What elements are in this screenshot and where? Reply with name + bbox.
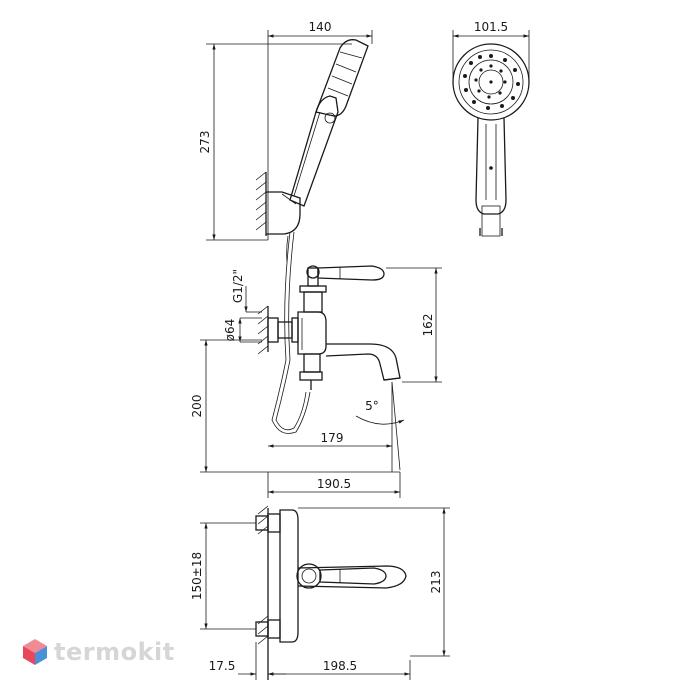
dim-spout-reach: 179 xyxy=(321,431,344,445)
hand-shower-front-view xyxy=(452,43,530,237)
dim-outlet-height: 200 xyxy=(190,395,204,418)
dim-center-distance: 150±18 xyxy=(190,552,204,600)
dim-spout-height: 162 xyxy=(421,314,435,337)
dim-overall-reach: 190.5 xyxy=(317,477,351,491)
mixer-top-view xyxy=(255,505,407,680)
hand-shower-side-view xyxy=(255,39,369,263)
logo-text: termokit xyxy=(54,638,175,666)
dim-top-depth: 213 xyxy=(429,571,443,594)
dim-wall-flange: ø64 xyxy=(223,319,237,342)
dim-connection-thread: G1/2" xyxy=(231,269,245,303)
logo-cube-icon xyxy=(23,639,47,665)
dim-head-diameter: 101.5 xyxy=(474,20,508,34)
dim-spout-angle: 5° xyxy=(365,399,379,413)
mixer-side-view xyxy=(257,231,401,434)
dimension-labels: 140 273 101.5 G1/2" ø64 162 5° 200 179 1… xyxy=(190,20,508,673)
dimension-lines xyxy=(200,30,530,680)
dim-wall-offset: 17.5 xyxy=(209,659,236,673)
dim-body-length: 198.5 xyxy=(323,659,357,673)
dim-shower-height: 273 xyxy=(198,131,212,154)
termokit-logo: termokit xyxy=(22,638,175,666)
dim-shower-width: 140 xyxy=(309,20,332,34)
